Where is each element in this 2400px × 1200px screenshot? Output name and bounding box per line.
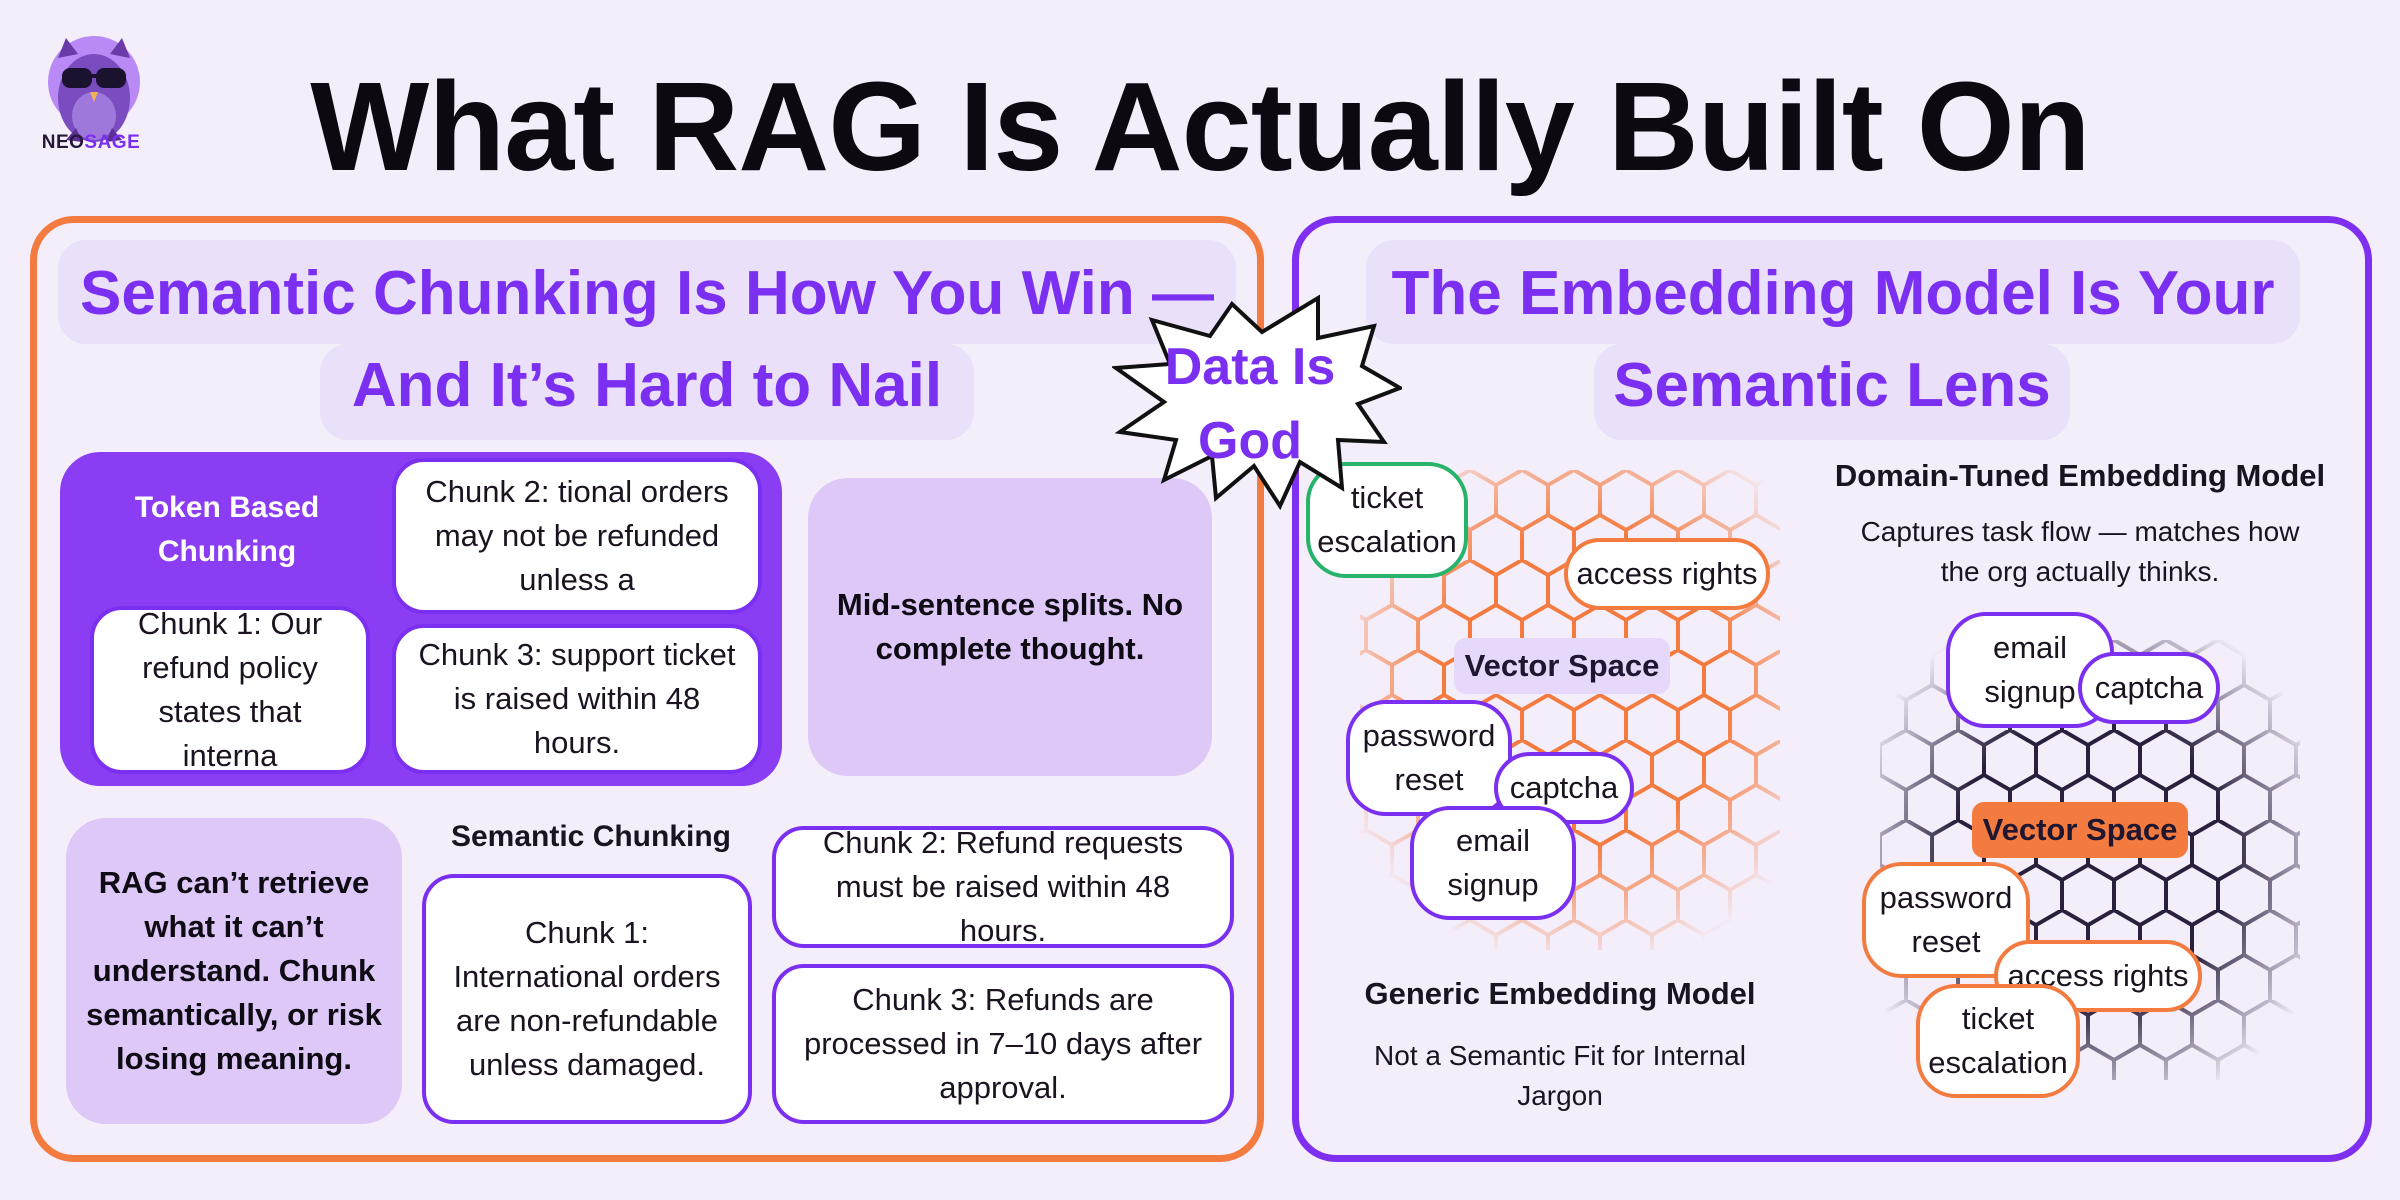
page-title: What RAG Is Actually Built On — [310, 56, 2090, 197]
left-section-title-line2: And It’s Hard to Nail — [351, 351, 943, 420]
semantic-chunk-3: Chunk 3: Refunds are processed in 7–10 d… — [772, 964, 1234, 1124]
semantic-chunking-label: Semantic Chunking — [450, 820, 732, 853]
tuned-model-caption-text: Captures task flow — matches how the org… — [1860, 516, 2300, 587]
token-chunk-1: Chunk 1: Our refund policy states that i… — [90, 606, 370, 774]
right-section-title-line1: The Embedding Model Is Your — [1391, 259, 2275, 328]
token-chunk-2: Chunk 2: tional orders may not be refund… — [392, 458, 762, 614]
tuned-vector-space-label: Vector Space — [1972, 802, 2188, 858]
semantic-chunk-2: Chunk 2: Refund requests must be raised … — [772, 825, 1234, 948]
token-chunking-label: Token Based Chunking — [134, 491, 320, 568]
semantic-chunk-1: Chunk 1: International orders are non-re… — [422, 874, 752, 1124]
rag-warning-note: RAG can’t retrieve what it can’t underst… — [66, 818, 402, 1124]
left-panel — [30, 216, 1264, 1162]
right-panel — [1292, 216, 2372, 1162]
token-chunking-note: Mid-sentence splits. No complete thought… — [808, 478, 1212, 776]
generic-vector-space-label: Vector Space — [1454, 638, 1670, 694]
right-section-title-line2: Semantic Lens — [1613, 351, 2051, 420]
tuned-term-ticket-escalation: ticket escalation — [1916, 984, 2080, 1098]
generic-term-access-rights: access rights — [1564, 538, 1770, 610]
right-title-bg-1 — [1366, 240, 2300, 344]
token-chunk-3: Chunk 3: support ticket is raised within… — [392, 624, 762, 774]
left-section-title-line1: Semantic Chunking Is How You Win — — [80, 259, 1214, 328]
generic-term-password-reset: password reset — [1346, 700, 1512, 816]
data-is-god-burst — [1112, 294, 1402, 511]
right-title-bg-2 — [1594, 344, 2070, 440]
generic-term-email-signup: email signup — [1410, 806, 1576, 920]
generic-model-caption-title: Generic Embedding Model — [1364, 976, 1756, 1011]
left-title-bg-1 — [58, 240, 1236, 344]
neosage-owl-logo — [48, 36, 140, 142]
tuned-model-caption-title: Domain-Tuned Embedding Model — [1834, 458, 2326, 493]
left-title-bg-2 — [320, 344, 974, 440]
brand-wordmark: NEOSAGE — [41, 132, 141, 153]
generic-model-caption-text: Not a Semantic Fit for Internal Jargon — [1374, 1040, 1746, 1111]
tuned-term-captcha: captcha — [2078, 652, 2220, 724]
